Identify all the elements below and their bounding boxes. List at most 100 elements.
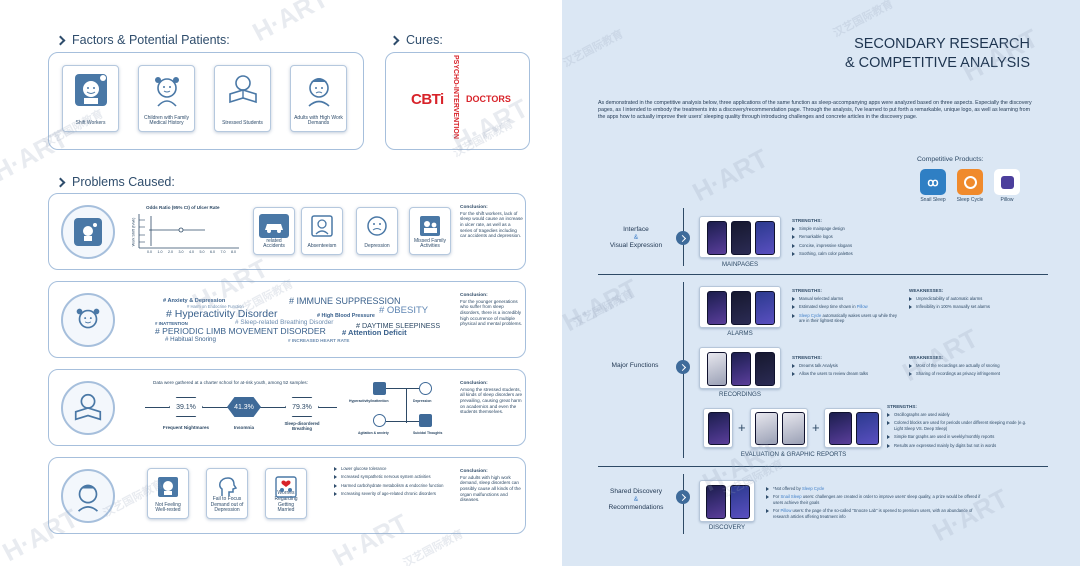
adult-icon [77, 484, 99, 512]
weaknesses-header: WEAKNESSES: [909, 288, 944, 293]
problem-row-shift-workers: Odds Ratio (95% CI) of Ulcer Rate Work S… [48, 193, 526, 270]
competitor-name: Sleep Cycle [956, 197, 984, 203]
row4-conclusion: Conclusion:For adults with high work dem… [460, 469, 521, 503]
factor-card-children: Children with Family Medical History [138, 65, 195, 132]
recordings-weaknesses: Most of the recordings are actually of s… [909, 363, 1024, 380]
plus-icon: + [738, 420, 746, 435]
chevron-right-icon [676, 231, 690, 245]
chart-x-tick: 8.0 [231, 250, 236, 254]
chevron-right-icon [55, 35, 66, 45]
intro-text: As demonstrated in the competitive analy… [598, 100, 1032, 120]
recordings-strengths: Dreams talk Analysis Allow the users to … [792, 363, 902, 380]
row2-conclusion: Conclusion:For the younger generations w… [460, 293, 523, 327]
bullet-item: Lower glucose tolerance [334, 466, 444, 471]
stat-label: Sleep-disordered Breathing [284, 421, 320, 431]
weaknesses-header: WEAKNESSES: [909, 355, 944, 360]
tree-label: Agitation & anxiety [358, 431, 389, 435]
strengths-header: STRENGTHS: [792, 288, 822, 293]
child-icon [76, 308, 100, 329]
mainpages-screens [699, 216, 781, 258]
stat-hex-nightmares: 39.1% [169, 397, 203, 417]
symptom-word: # Harm on Endocrine Function [187, 304, 244, 309]
mainpages-caption: MAINPAGES [721, 261, 759, 268]
cures-heading: Cures: [389, 33, 443, 47]
discovery-notes: *Not offered by Sleep Cycle For Snail Sl… [766, 486, 982, 522]
symptom-word: # Hyperactivity Disorder [166, 308, 278, 320]
left-column: Factors & Potential Patients: Cures: Shi… [0, 0, 562, 566]
chart-x-tick: 3.0 [178, 250, 184, 254]
tree-label: Depression [413, 399, 432, 403]
report-screen-2 [750, 408, 808, 448]
absent-icon [311, 215, 333, 237]
symptom-word: # Attention Deficit [342, 328, 407, 337]
hyperactivity-icon [373, 382, 386, 395]
problem-row-students: Data were gathered at a charter school f… [48, 369, 526, 446]
chevron-right-icon [676, 490, 690, 504]
chart-x-tick: 7.0 [220, 250, 226, 254]
stat-hex-insomnia: 41.3% [227, 397, 261, 417]
ulcer-odds-chart [138, 214, 239, 249]
category-functions: Major Functions [611, 362, 659, 369]
student-icon [228, 75, 257, 104]
page-title: SECONDARY RESEARCH & COMPETITIVE ANALYSI… [844, 36, 1030, 71]
factor-card-students: Stressed Students [214, 65, 271, 132]
strengths-header: STRENGTHS: [792, 218, 822, 223]
symptom-word: # High Blood Pressure [317, 313, 375, 319]
strengths-header: STRENGTHS: [887, 404, 917, 409]
problem-card-depression: Depression [356, 207, 398, 255]
child-icon [154, 77, 179, 107]
chart-x-tick: 0.0 [147, 250, 152, 254]
pillow-logo-icon [994, 169, 1020, 195]
row3-conclusion: Conclusion:Among the stressed students, … [460, 381, 523, 415]
factors-heading: Factors & Potential Patients: [55, 33, 230, 47]
avatar-adult [61, 469, 115, 523]
symptom-word: # Sleep-related Breathing Disorder [235, 319, 334, 326]
shift-worker-icon [83, 223, 97, 241]
adult-card-not-rested: Not Feeling Well-rested [147, 468, 189, 519]
symptom-word: # INATTENTION [155, 321, 188, 326]
strengths-header: STRENGTHS: [792, 355, 822, 360]
cure-psycho: PSYCHO-INTERVENTION [452, 55, 459, 139]
suicidal-icon [419, 414, 432, 427]
chevron-right-icon [676, 360, 690, 374]
depression-icon [419, 382, 432, 395]
shift-worker-icon [74, 74, 107, 106]
cure-cbti: CBTi [411, 91, 444, 108]
report-screen-3 [824, 408, 882, 448]
adult-card-marriage: Worries Regarding Getting Married [265, 468, 307, 519]
competitor-name: Pillow [1000, 197, 1014, 203]
adult-bullets: Lower glucose tolerance Increased sympat… [334, 466, 444, 500]
recordings-caption: RECORDINGS [719, 391, 761, 398]
factor-card-adults: Adults with High Work Demands [290, 65, 347, 132]
factor-card-shift-workers: Shift Workers [62, 65, 119, 132]
stat-label: Frequent Nightmares [162, 425, 210, 430]
category-interface: Interface&Visual Expression [609, 226, 663, 250]
alarms-strengths: Manual selected alarms Estimated sleep t… [792, 296, 902, 327]
row3-intro: Data were gathered at a charter school f… [153, 380, 308, 385]
stat-label: Insomnia [233, 425, 255, 430]
problem-row-children: # Anxiety & Depression # Harm on Endocri… [48, 281, 526, 358]
symptom-word: # OBESITY [379, 305, 429, 316]
head-icon [219, 477, 238, 496]
alarms-screens [699, 286, 781, 328]
tree-label: Hyperactivity/Inattention [349, 399, 389, 403]
stat-hex-breathing: 79.3% [285, 397, 319, 417]
snail-sleep-logo-icon: ꝏ [920, 169, 946, 195]
category-discovery: Shared Discovery&Recommendations [608, 488, 664, 512]
symptom-word: # DAYTIME SLEEPINESS [356, 321, 441, 330]
avatar-child [61, 293, 115, 347]
chart-x-tick: 2.0 [168, 250, 173, 254]
chart-x-tick: 1.0 [157, 250, 163, 254]
sad-face-icon [367, 216, 387, 236]
student-icon [74, 393, 102, 421]
discovery-caption: DISCOVERY [708, 524, 746, 531]
cure-doctors: DOCTORS [466, 94, 511, 104]
bullet-item: Increased sympathetic nervous system act… [334, 474, 444, 479]
symptom-word: # PERIODIC LIMB MOVEMENT DISORDER [155, 326, 326, 336]
reports-caption: EVALUATION & GRAPHIC REPORTS [740, 451, 847, 458]
problems-heading: Problems Caused: [55, 175, 175, 189]
chart-x-tick: 5.0 [199, 250, 205, 254]
car-crash-icon [259, 214, 289, 238]
